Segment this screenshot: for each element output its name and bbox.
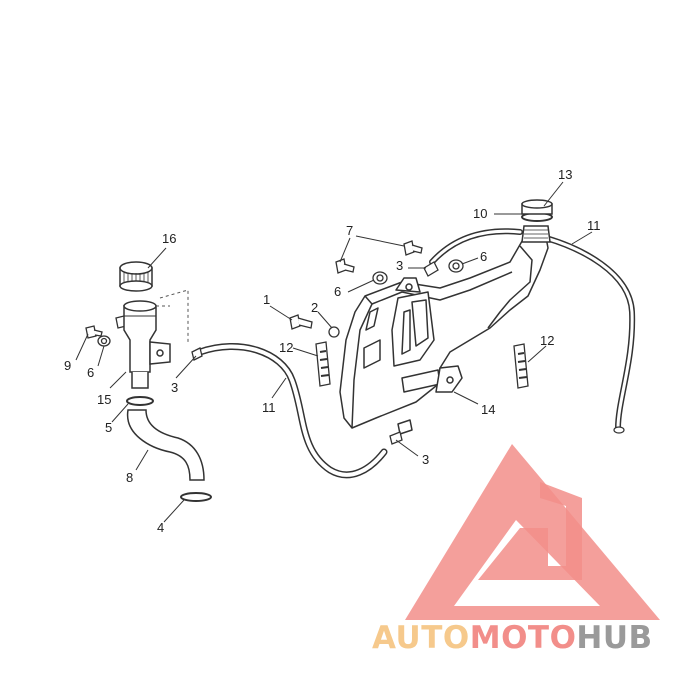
automotohub-logo [405, 444, 660, 620]
callout-3-left: 3 [171, 380, 178, 395]
tank-cap [521, 199, 553, 222]
callout-15: 15 [97, 392, 111, 407]
hose-right [543, 235, 636, 434]
watermark-moto: MOTO [470, 620, 577, 656]
callout-7: 7 [346, 223, 353, 238]
callout-12-right: 12 [540, 333, 554, 348]
callout-10: 10 [473, 206, 487, 221]
callout-11-left: 11 [262, 400, 276, 415]
callout-14: 14 [481, 402, 495, 417]
callout-6-middle: 6 [334, 284, 341, 299]
rubber-pad-right [513, 343, 529, 389]
leader-lines [75, 181, 593, 523]
bolts [85, 240, 464, 445]
watermark-text: AUTOMOTOHUB [372, 620, 653, 656]
watermark-auto: AUTO [372, 620, 470, 656]
callout-9: 9 [64, 358, 71, 373]
callout-6-right: 6 [480, 249, 487, 264]
callout-3-bottom: 3 [422, 452, 429, 467]
tank-filler-neck [521, 225, 551, 243]
callout-13: 13 [558, 167, 572, 182]
hose-top [429, 228, 523, 265]
callout-8: 8 [126, 470, 133, 485]
callout-3-top: 3 [396, 258, 403, 273]
callout-1: 1 [263, 292, 270, 307]
dashed-leaders [156, 289, 189, 342]
expansion-tank [339, 231, 549, 435]
callout-4: 4 [157, 520, 164, 535]
callout-5: 5 [105, 420, 112, 435]
rubber-pad-left [315, 341, 331, 387]
callout-labels: 1 2 3 3 3 4 5 6 6 6 7 8 9 10 11 11 12 12… [64, 167, 601, 535]
callout-11-right: 11 [587, 218, 601, 233]
hose-left [196, 343, 388, 479]
filler-cap-assembly [119, 261, 212, 502]
watermark-hub: HUB [576, 620, 652, 656]
callout-16: 16 [162, 231, 176, 246]
callout-6-left: 6 [87, 365, 94, 380]
callout-2: 2 [311, 300, 318, 315]
callout-12-left: 12 [279, 340, 293, 355]
